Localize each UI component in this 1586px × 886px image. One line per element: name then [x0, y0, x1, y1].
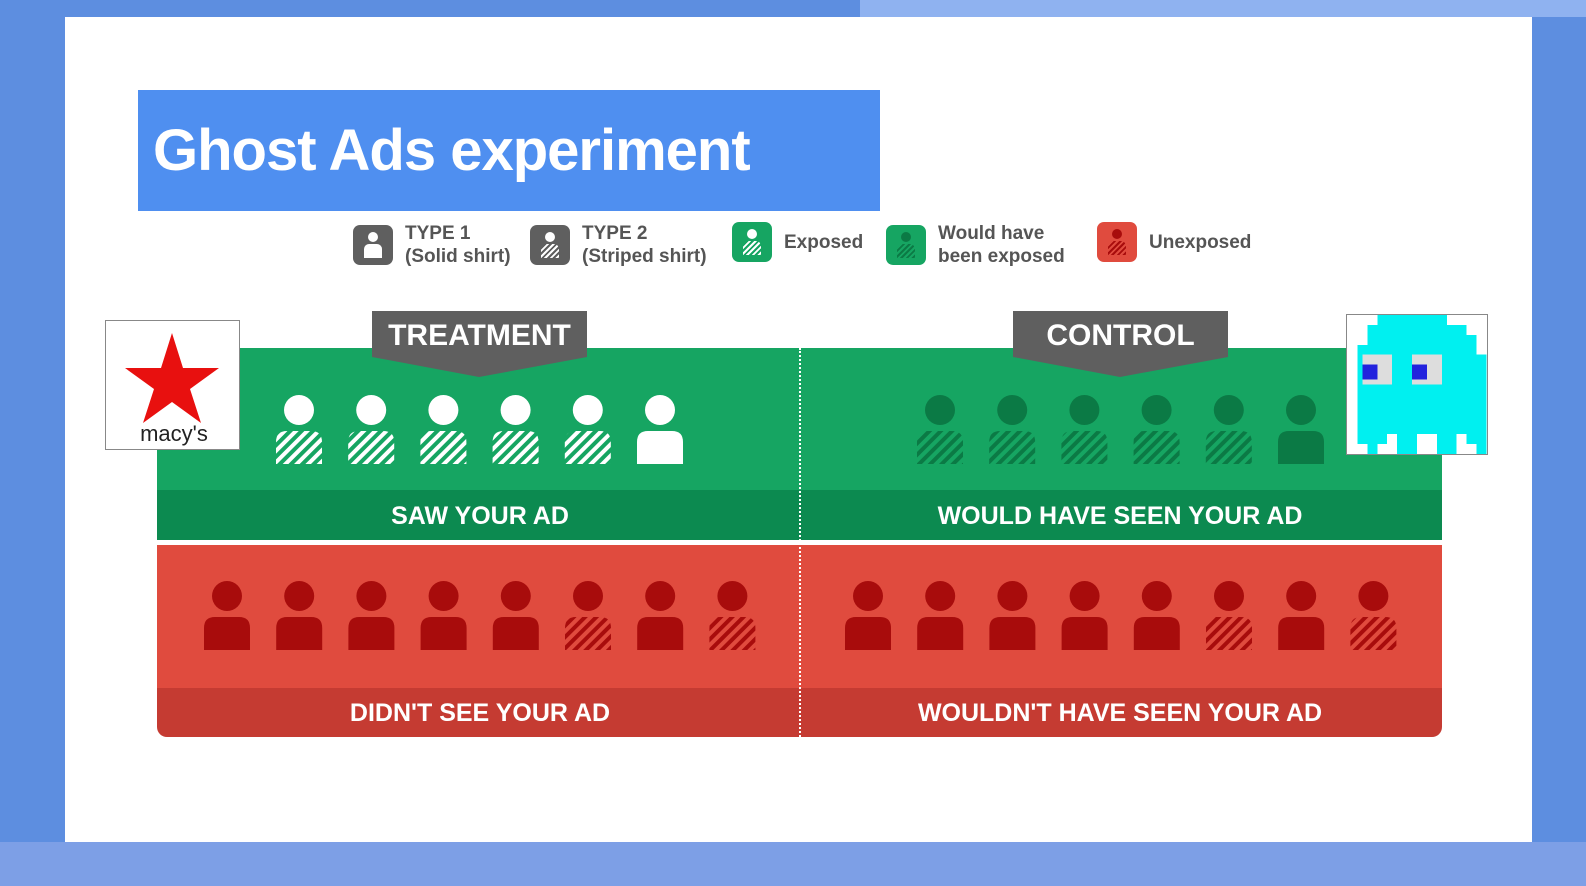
svg-text:macy's: macy's — [140, 421, 208, 446]
legend-label: TYPE 2 — [582, 223, 648, 244]
person-icon-striped — [420, 395, 467, 464]
person-icon-striped — [1061, 395, 1108, 464]
person-icon-striped — [348, 395, 395, 464]
person-icon-solid — [1061, 581, 1108, 650]
legend-item: Unexposed — [1097, 222, 1251, 262]
would-have-seen-label: WOULD HAVE SEEN YOUR AD — [937, 502, 1303, 530]
person-icon-solid — [637, 581, 684, 650]
person-icon-striped — [989, 395, 1036, 464]
legend-sublabel: been exposed — [938, 246, 1065, 267]
group-divider — [799, 348, 801, 737]
ghost-image — [1346, 314, 1488, 455]
saw-your-ad-label: SAW YOUR AD — [391, 502, 569, 530]
control-tag: CONTROL — [1013, 311, 1228, 377]
person-would-have-icon — [886, 225, 926, 265]
person-solid-icon — [353, 225, 393, 265]
treatment-tag: TREATMENT — [372, 311, 587, 377]
person-icon-solid — [276, 581, 323, 650]
macys-logo: macy's — [105, 320, 240, 450]
person-icon-solid — [989, 581, 1036, 650]
person-icon-solid — [637, 395, 683, 464]
person-icon-striped — [564, 395, 611, 464]
person-exposed-icon — [732, 222, 772, 262]
person-icon-striped — [1206, 581, 1252, 650]
legend-item: TYPE 1(Solid shirt) — [353, 222, 511, 268]
person-icon-solid — [845, 581, 891, 650]
legend-item: TYPE 2(Striped shirt) — [530, 222, 707, 268]
person-icon-solid — [492, 581, 539, 650]
person-icon-striped — [565, 581, 611, 650]
person-icon-striped — [276, 395, 322, 464]
person-icon-striped — [492, 395, 539, 464]
legend-item: Exposed — [732, 222, 863, 262]
person-icon-solid — [917, 581, 964, 650]
person-icon-solid — [420, 581, 467, 650]
didnt-see-label: DIDN'T SEE YOUR AD — [349, 699, 611, 727]
background-strip-bottom — [0, 842, 1586, 886]
person-icon-striped — [709, 581, 756, 650]
person-icon-striped — [1133, 395, 1180, 464]
person-striped-icon — [530, 225, 570, 265]
slide-title: Ghost Ads experiment — [138, 90, 880, 211]
person-icon-solid — [348, 581, 395, 650]
wouldnt-have-seen-label: WOULDN'T HAVE SEEN YOUR AD — [917, 699, 1323, 727]
person-icon-solid — [204, 581, 250, 650]
background-strip — [860, 0, 1586, 17]
legend-label: Unexposed — [1149, 231, 1252, 253]
legend-label: Would have — [938, 223, 1045, 244]
person-icon-striped — [1205, 395, 1252, 464]
person-icon-solid — [1278, 581, 1325, 650]
legend-label: Exposed — [784, 231, 864, 253]
person-icon-solid — [1278, 395, 1324, 464]
legend-label: TYPE 1 — [405, 223, 471, 244]
person-icon-striped — [1350, 581, 1397, 650]
person-icon-solid — [1133, 581, 1180, 650]
person-unexposed-icon — [1097, 222, 1137, 262]
person-icon-striped — [917, 395, 963, 464]
legend-sublabel: (Striped shirt) — [582, 246, 707, 267]
legend-sublabel: (Solid shirt) — [405, 246, 511, 267]
